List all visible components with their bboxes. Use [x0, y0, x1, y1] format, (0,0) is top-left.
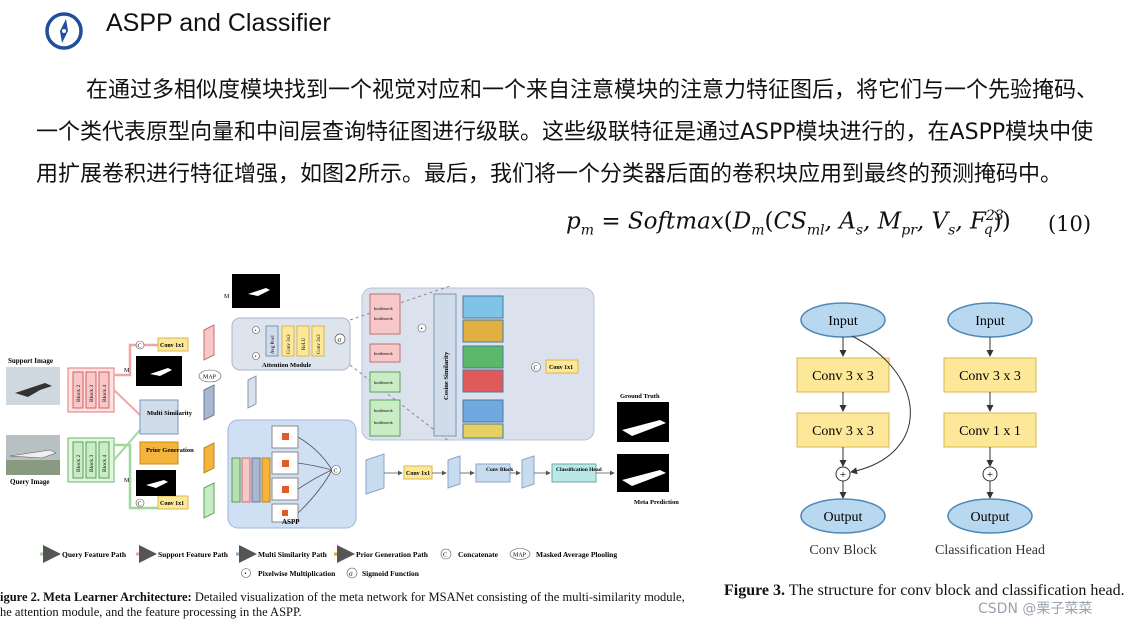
figure-3-caption: Figure 3. The structure for conv block a… — [724, 582, 1125, 599]
svg-text:σ: σ — [338, 336, 342, 344]
svg-text:Query Feature Path: Query Feature Path — [62, 550, 127, 559]
query-backbone: Block 2 Block 3 Block 4 — [67, 437, 115, 483]
prior-generation-box — [139, 441, 179, 465]
svg-text:Block 2: Block 2 — [76, 454, 82, 472]
svg-text:Conv 1x1: Conv 1x1 — [160, 343, 184, 349]
svg-text:Input: Input — [828, 314, 858, 329]
figure-2-legend: Query Feature Path Support Feature Path … — [40, 545, 617, 579]
compass-icon — [45, 12, 83, 50]
support-image-label: Support Image — [8, 357, 53, 365]
left-conv-a — [796, 357, 890, 393]
cosine-similarity-box — [433, 293, 457, 437]
left-output-node — [800, 498, 886, 534]
body-paragraph: 在通过多相似度模块找到一个视觉对应和一个来自注意模块的注意力特征图后，将它们与一… — [36, 70, 1106, 196]
figure-2-caption: igure 2. Meta Learner Architecture: Deta… — [0, 590, 685, 619]
svg-text:σ: σ — [349, 570, 353, 578]
svg-text:Conv 3 x 3: Conv 3 x 3 — [812, 369, 874, 384]
svg-text:bottleneck: bottleneck — [374, 380, 393, 385]
svg-text:C: C — [138, 502, 142, 508]
svg-text:Attention Module: Attention Module — [262, 362, 311, 369]
ground-truth-label: Ground Truth — [620, 393, 660, 400]
slide-title: ASPP and Classifier — [106, 9, 331, 37]
svg-text:•: • — [245, 572, 247, 578]
query-image-label: Query Image — [10, 478, 49, 486]
multi-similarity-box — [139, 399, 179, 435]
left-conv-b — [796, 412, 890, 448]
svg-text:C: C — [443, 552, 447, 559]
similarity-heatmaps — [462, 295, 504, 439]
svg-text:Conv 3x3: Conv 3x3 — [287, 334, 292, 354]
svg-text:Masked Average Plooling: Masked Average Plooling — [536, 550, 617, 559]
equation: pm = Softmax(Dm(CSml, As, Mpr, Vs, F23q)… — [566, 208, 1011, 239]
svg-text:+: + — [840, 469, 846, 481]
svg-text:•: • — [421, 327, 423, 333]
figure-2-architecture: Support Image Query Image Block 2 Block … — [6, 274, 679, 579]
svg-text:•: • — [255, 329, 257, 334]
svg-text:Conv Block: Conv Block — [486, 467, 514, 473]
svg-text:Conv 3 x 3: Conv 3 x 3 — [812, 424, 874, 439]
svg-text:bottleneck: bottleneck — [374, 420, 393, 425]
svg-text:M: M — [124, 368, 130, 374]
top-mask — [232, 274, 280, 308]
watermark: CSDN @栗子菜菜 — [978, 601, 1093, 617]
conv-block-diagram: Input Conv 3 x 3 Conv 3 x 3 + Output Con… — [796, 302, 911, 558]
svg-text:MAP: MAP — [203, 375, 217, 381]
svg-text:Block 4: Block 4 — [102, 454, 108, 472]
right-output-node — [947, 498, 1033, 534]
svg-text:Conv 1x1: Conv 1x1 — [160, 501, 184, 507]
svg-text:+: + — [987, 469, 993, 481]
svg-text:Block 4: Block 4 — [102, 384, 108, 402]
svg-text:Classification Head: Classification Head — [935, 543, 1045, 558]
svg-text:Block 2: Block 2 — [76, 384, 82, 402]
svg-text:bottleneck: bottleneck — [374, 408, 393, 413]
svg-text:MAP: MAP — [513, 553, 527, 559]
svg-text:•: • — [255, 355, 257, 360]
svg-text:Multi Similarity Path: Multi Similarity Path — [258, 550, 328, 559]
equation-number: (10) — [1048, 212, 1092, 236]
svg-text:M: M — [124, 478, 130, 484]
svg-text:Avg Pool: Avg Pool — [271, 335, 276, 354]
bottleneck-stack: bottleneck bottleneck bottleneck bottlen… — [369, 293, 401, 437]
svg-text:Conv 1x1: Conv 1x1 — [406, 471, 430, 477]
svg-text:Block 3: Block 3 — [89, 384, 95, 402]
svg-text:Conv 1x1: Conv 1x1 — [549, 365, 573, 371]
right-conv-a — [943, 357, 1037, 393]
svg-text:Concatenate: Concatenate — [458, 550, 499, 559]
svg-text:Conv 3 x 3: Conv 3 x 3 — [959, 369, 1021, 384]
svg-text:Output: Output — [971, 510, 1010, 525]
classification-head-diagram: Input Conv 3 x 3 Conv 1 x 1 + Output Cla… — [935, 302, 1045, 558]
svg-text:bottleneck: bottleneck — [374, 306, 393, 311]
figure-3-diagram: Input Conv 3 x 3 Conv 3 x 3 + Output Con… — [796, 302, 1045, 558]
svg-text:Conv Block: Conv Block — [809, 543, 876, 558]
svg-text:Conv 3x3: Conv 3x3 — [317, 334, 322, 354]
svg-text:Prior Generation: Prior Generation — [146, 447, 194, 454]
svg-text:C: C — [534, 366, 538, 372]
meta-prediction-label: Meta Prediction — [634, 499, 679, 506]
svg-text:C: C — [334, 469, 338, 475]
svg-text:Block 3: Block 3 — [89, 454, 95, 472]
svg-text:ASPP: ASPP — [282, 518, 300, 526]
svg-text:Prior Generation Path: Prior Generation Path — [356, 550, 429, 559]
support-backbone: Block 2 Block 3 Block 4 — [67, 367, 115, 413]
svg-text:Sigmoid Function: Sigmoid Function — [362, 569, 420, 578]
svg-text:M: M — [224, 294, 230, 300]
paragraph-text: 在通过多相似度模块找到一个视觉对应和一个来自注意模块的注意力特征图后，将它们与一… — [36, 78, 1099, 187]
svg-text:Cosine Similarity: Cosine Similarity — [443, 351, 450, 400]
svg-text:Input: Input — [975, 314, 1005, 329]
svg-text:Multi Similarity: Multi Similarity — [147, 410, 193, 417]
svg-text:Conv 1 x 1: Conv 1 x 1 — [959, 424, 1021, 439]
svg-text:bottleneck: bottleneck — [374, 351, 393, 356]
svg-text:Pixelwise Multiplication: Pixelwise Multiplication — [258, 569, 336, 578]
svg-text:ReLU: ReLU — [302, 337, 307, 350]
svg-text:Output: Output — [824, 510, 863, 525]
svg-text:Support Feature Path: Support Feature Path — [158, 550, 229, 559]
svg-text:bottleneck: bottleneck — [374, 316, 393, 321]
svg-text:C: C — [138, 344, 142, 350]
svg-text:Classification Head: Classification Head — [556, 467, 602, 473]
